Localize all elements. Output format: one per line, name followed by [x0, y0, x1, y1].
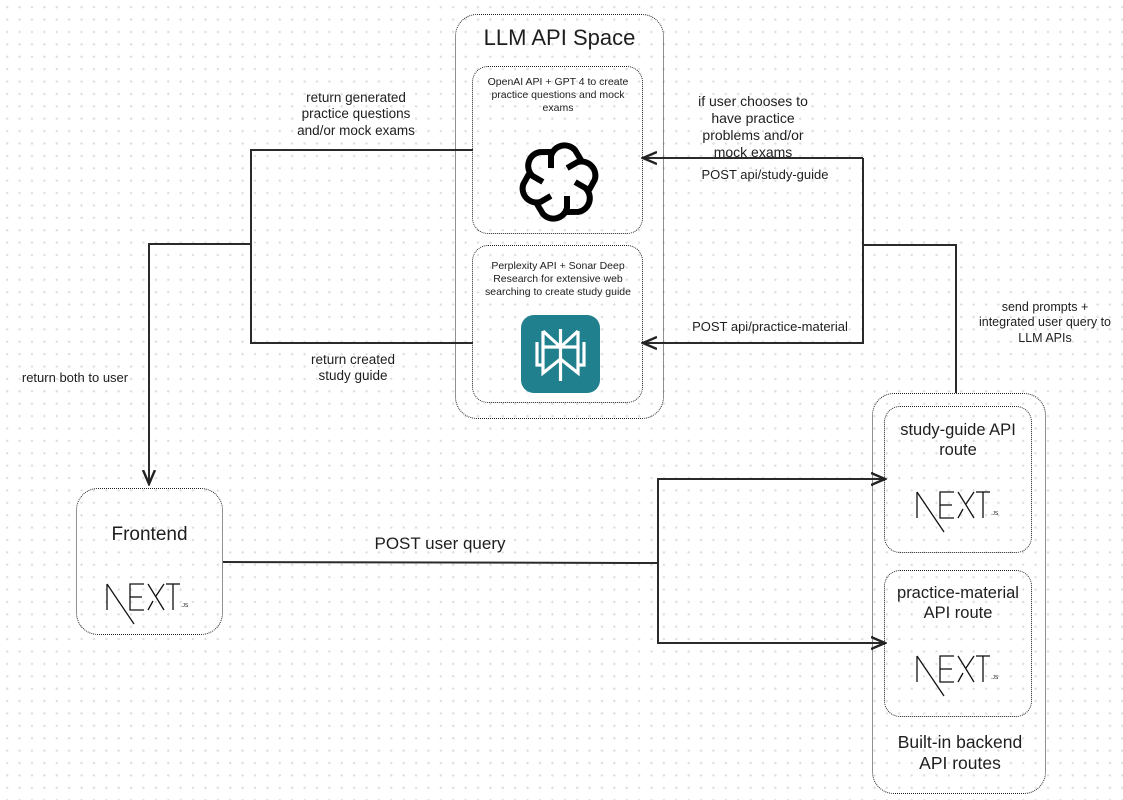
label-send-prompts: send prompts + integrated user query to …	[978, 300, 1112, 345]
edge-return-both	[149, 243, 251, 484]
llm-api-space-title: LLM API Space	[483, 25, 636, 50]
openai-card	[472, 66, 643, 234]
edge-split-practice-material	[657, 563, 885, 643]
practice-material-next-logo-icon: .JS	[914, 650, 1004, 703]
label-return-both: return both to user	[21, 370, 129, 385]
label-post-study-guide: POST api/study-guide	[701, 167, 829, 182]
label-return-created: return created study guide	[310, 352, 396, 384]
edge-post-study-guide	[643, 158, 864, 343]
label-if-user-chooses: if user chooses to have practice problem…	[698, 93, 808, 161]
label-return-generated: return generated practice questions and/…	[297, 90, 415, 138]
frontend-next-logo-icon: .JS	[104, 578, 194, 631]
backend-caption: Built-in backend API routes	[897, 732, 1023, 774]
study-guide-route-title: study-guide API route	[900, 421, 1016, 460]
frontend-title: Frontend	[111, 524, 188, 545]
practice-material-route-title: practice-material API route	[897, 584, 1019, 623]
edge-return-generated	[250, 149, 473, 344]
edge-send-prompts	[863, 244, 957, 393]
llm-api-space-container	[455, 14, 664, 419]
edge-split-study-guide	[657, 479, 885, 563]
frontend-container	[76, 488, 223, 635]
study-guide-next-logo-suffix: .JS	[991, 511, 999, 517]
practice-material-route-card	[884, 570, 1032, 717]
practice-material-next-logo-suffix: .JS	[991, 675, 999, 681]
study-guide-next-logo-icon: .JS	[914, 486, 1004, 539]
backend-container	[872, 393, 1046, 794]
openai-card-description: OpenAI API + GPT 4 to create practice qu…	[487, 76, 629, 114]
perplexity-card	[472, 245, 643, 403]
openai-logo-icon	[519, 142, 599, 222]
edge-post-user-query	[222, 561, 659, 564]
study-guide-route-card	[884, 406, 1032, 553]
label-post-practice-material: POST api/practice-material	[692, 319, 848, 334]
frontend-next-logo-suffix: .JS	[181, 603, 189, 609]
perplexity-card-description: Perplexity API + Sonar Deep Research for…	[485, 260, 631, 298]
perplexity-logo-icon	[521, 315, 600, 393]
label-post-user-query: POST user query	[374, 534, 506, 553]
